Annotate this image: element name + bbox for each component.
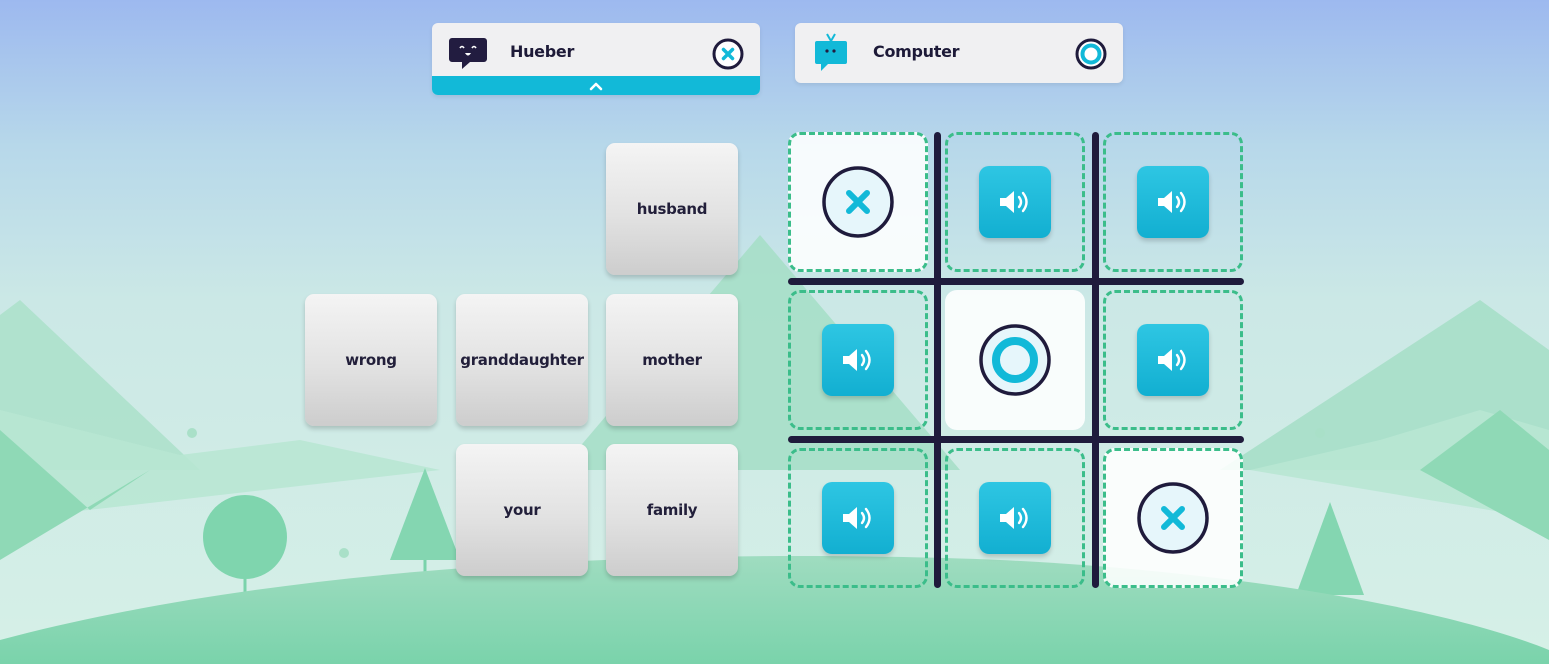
speaker-icon: [1158, 191, 1186, 213]
speaker-icon: [1000, 507, 1028, 529]
tic-tac-toe-board: [786, 130, 1246, 590]
player-name: Computer: [873, 42, 960, 61]
board-cell-9: [1103, 448, 1243, 588]
x-symbol-icon: [712, 38, 744, 70]
sound-button[interactable]: [979, 166, 1051, 238]
board-cell-4[interactable]: [788, 290, 928, 430]
grid-line-vertical: [1092, 132, 1099, 588]
board-cell-5: [945, 290, 1085, 430]
grid-line-horizontal: [788, 436, 1244, 443]
chevron-up-icon: [589, 82, 603, 90]
sound-button[interactable]: [822, 324, 894, 396]
sound-button[interactable]: [979, 482, 1051, 554]
speaker-icon: [1158, 349, 1186, 371]
sound-button[interactable]: [1137, 324, 1209, 396]
x-mark-icon: [822, 166, 894, 238]
speech-bubble-face-icon: [448, 35, 488, 71]
tv-robot-icon: [811, 33, 851, 71]
word-card-granddaughter[interactable]: granddaughter: [456, 294, 588, 426]
player-name: Hueber: [510, 42, 575, 61]
grid-line-horizontal: [788, 278, 1244, 285]
word-card-family[interactable]: family: [606, 444, 738, 576]
sound-button[interactable]: [1137, 166, 1209, 238]
word-card-husband[interactable]: husband: [606, 143, 738, 275]
speaker-icon: [1000, 191, 1028, 213]
board-cell-6[interactable]: [1103, 290, 1243, 430]
word-card-mother[interactable]: mother: [606, 294, 738, 426]
board-cell-8[interactable]: [945, 448, 1085, 588]
player-panel-hueber: Hueber: [432, 23, 760, 95]
active-turn-bar[interactable]: [432, 76, 760, 95]
board-cell-2[interactable]: [945, 132, 1085, 272]
sound-button[interactable]: [822, 482, 894, 554]
o-symbol-icon: [1075, 38, 1107, 70]
o-mark-icon: [979, 324, 1051, 396]
player-panel-computer: Computer: [795, 23, 1123, 83]
speaker-icon: [843, 507, 871, 529]
speaker-icon: [843, 349, 871, 371]
word-card-your[interactable]: your: [456, 444, 588, 576]
x-mark-icon: [1137, 482, 1209, 554]
board-cell-7[interactable]: [788, 448, 928, 588]
word-card-wrong[interactable]: wrong: [305, 294, 437, 426]
grid-line-vertical: [934, 132, 941, 588]
board-cell-3[interactable]: [1103, 132, 1243, 272]
board-cell-1: [788, 132, 928, 272]
